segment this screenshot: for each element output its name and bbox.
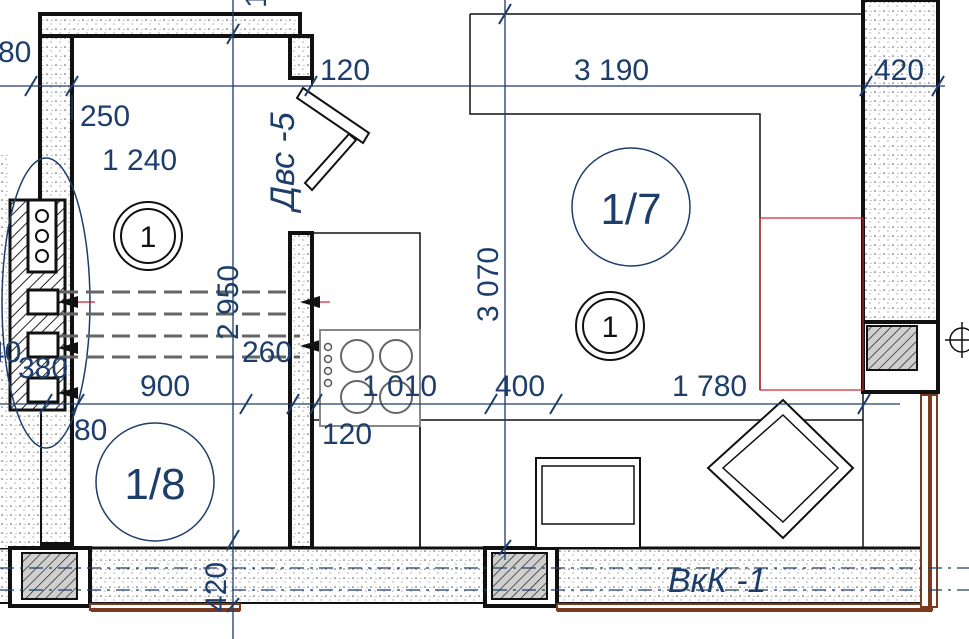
dim-2950: 2 950 xyxy=(212,265,245,340)
dim-120-bottom: 120 xyxy=(322,418,372,451)
dim-250: 250 xyxy=(80,100,130,133)
marker-right xyxy=(575,291,645,361)
dim-420-top: 420 xyxy=(874,54,924,87)
duct-arrows xyxy=(58,296,320,399)
dim-80-bottom: 80 xyxy=(74,414,107,447)
wall-partition xyxy=(288,231,314,550)
columns xyxy=(8,320,940,608)
dim-80-top: 80 xyxy=(0,36,31,69)
door-label: Двс -5 xyxy=(264,112,302,214)
room-labels: 1/7 1/8 1 1 xyxy=(124,185,661,509)
dim-900: 900 xyxy=(140,370,190,403)
fridge-outline xyxy=(759,217,864,391)
dim-1-partial: 1 xyxy=(240,0,273,8)
dimension-ticks xyxy=(24,3,945,613)
stove-icon xyxy=(319,329,421,427)
dim-420-bottom: 420 xyxy=(200,562,233,612)
axis-marker-icon xyxy=(945,322,969,358)
vent-ellipse xyxy=(1,157,91,449)
vent-label: ВкК -1 xyxy=(668,562,766,600)
marker-left-label: 1 xyxy=(140,221,157,254)
dim-400: 400 xyxy=(495,370,545,403)
dim-3190: 3 190 xyxy=(574,54,649,87)
wall-door-jamb xyxy=(288,34,314,80)
vent-shaft xyxy=(1,157,91,449)
room-circle-1-8 xyxy=(95,422,215,542)
balcony-rail xyxy=(89,394,938,612)
room-label-1-8: 1/8 xyxy=(124,460,185,509)
door-swing-icon xyxy=(295,78,371,192)
room-label-1-7: 1/7 xyxy=(600,185,661,234)
table-icon xyxy=(706,398,855,540)
dim-380: 380 xyxy=(18,352,68,385)
room-circle-1-7 xyxy=(571,147,691,267)
dim-1780: 1 780 xyxy=(672,370,747,403)
dimension-texts: 80 120 3 190 420 250 1 240 2 950 3 070 2… xyxy=(0,0,924,612)
marker-right-label: 1 xyxy=(602,311,619,344)
marker-left xyxy=(113,201,183,271)
dim-120-top: 120 xyxy=(320,54,370,87)
dim-40: 40 xyxy=(0,336,21,369)
sink-icon xyxy=(535,457,641,549)
duct-lines xyxy=(60,290,300,359)
dim-1240: 1 240 xyxy=(102,144,177,177)
dim-1010: 1 010 xyxy=(362,370,437,403)
dim-3070: 3 070 xyxy=(472,247,505,322)
dim-260: 260 xyxy=(242,336,292,369)
wall-bottom xyxy=(0,548,930,603)
wall-top-left xyxy=(38,12,302,38)
